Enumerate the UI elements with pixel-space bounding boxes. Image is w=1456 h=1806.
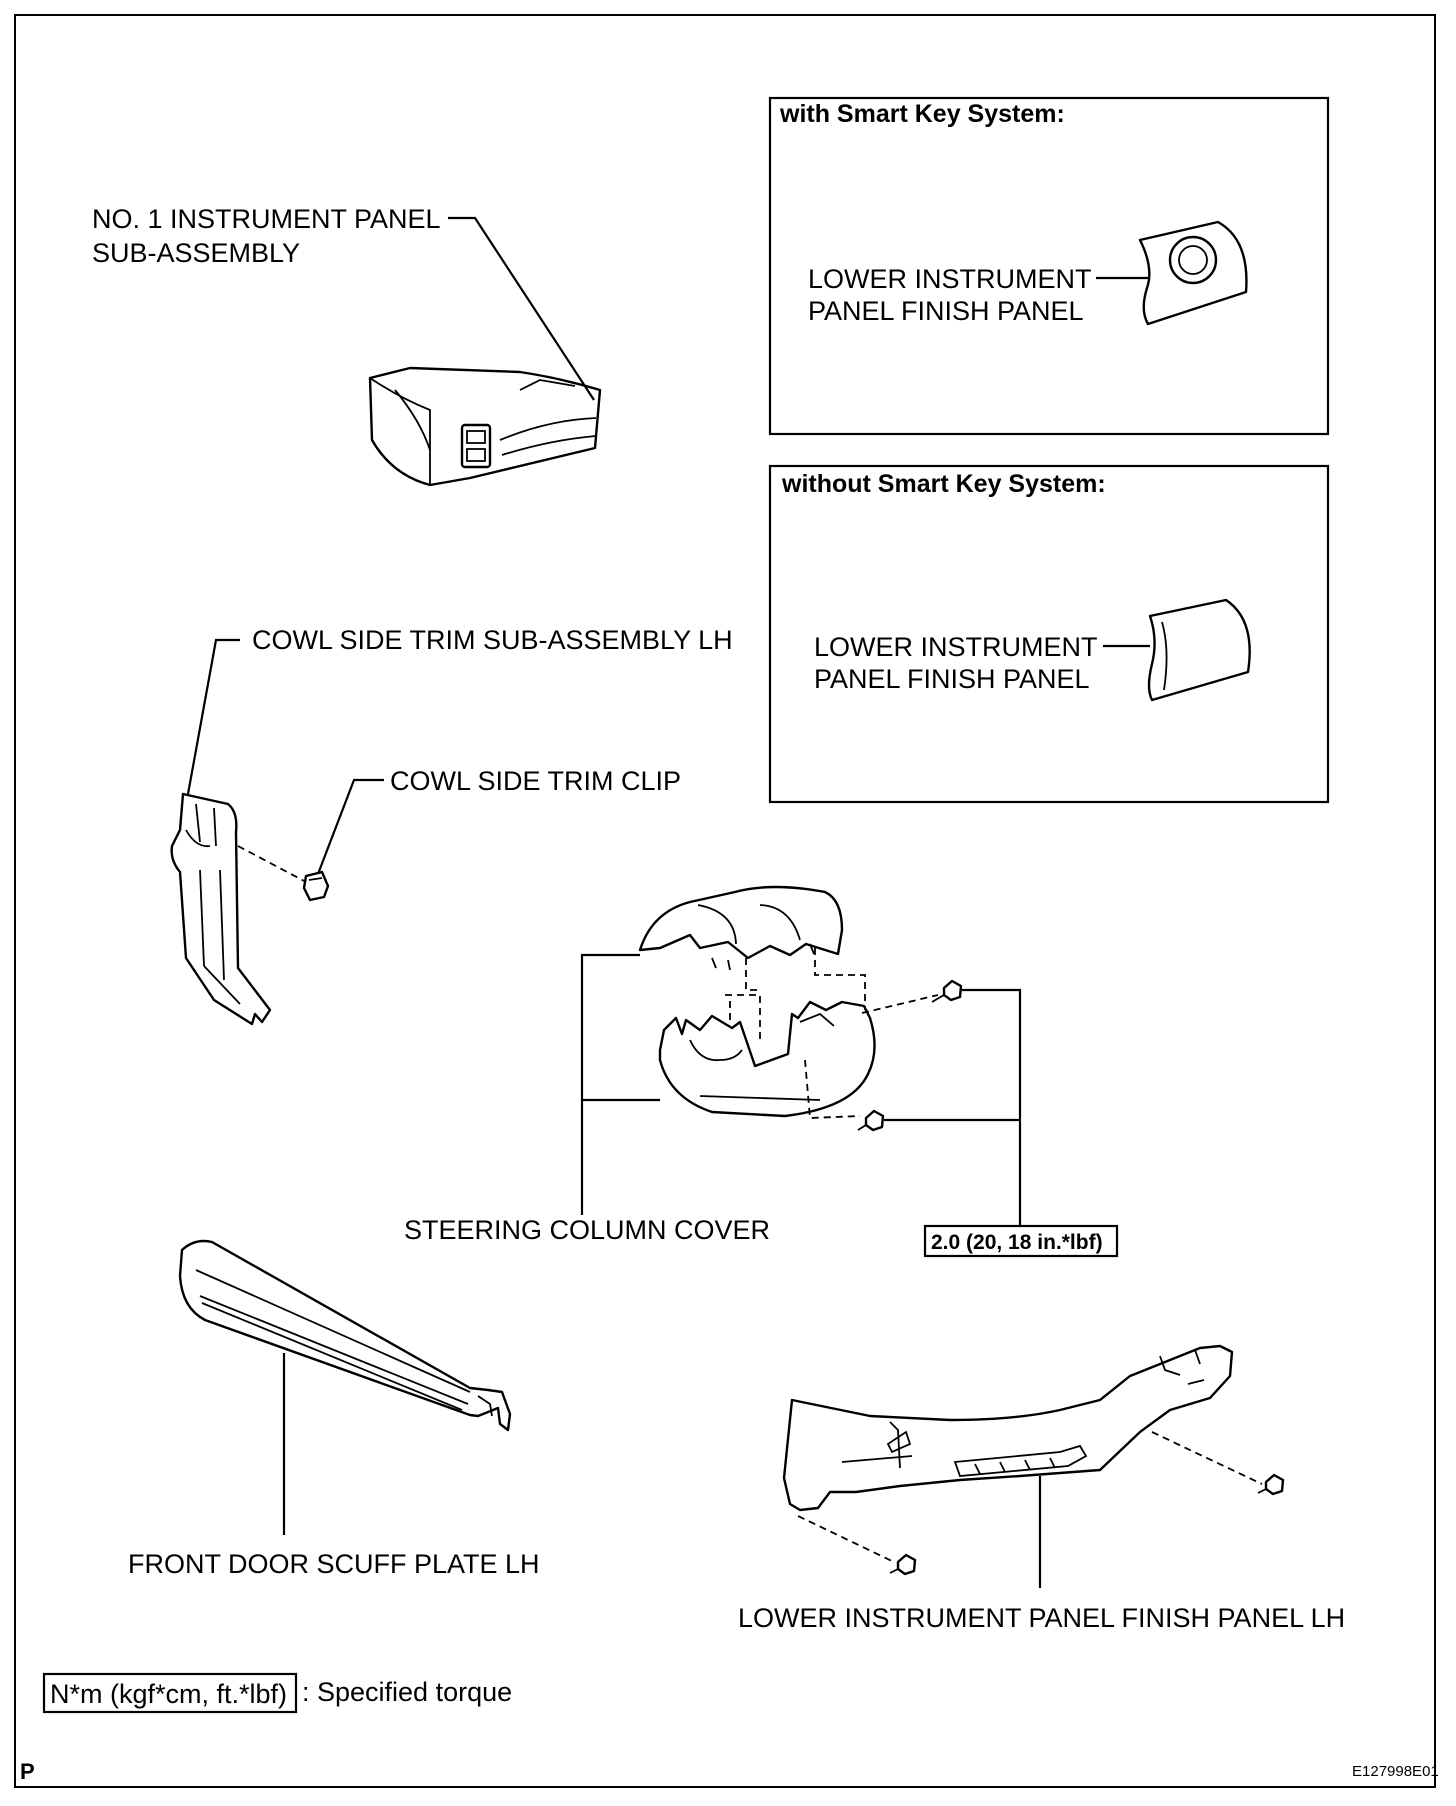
cowl-side-trim-label: COWL SIDE TRIM SUB-ASSEMBLY LH — [252, 625, 733, 655]
without-smart-key-box — [768, 464, 1330, 804]
cowl-side-clip-label: COWL SIDE TRIM CLIP — [390, 766, 681, 796]
corner-mark: P — [20, 1759, 35, 1784]
cover-dashed-guides — [729, 948, 866, 1119]
lower-finish-panel-lh-part — [782, 1344, 1234, 1512]
without-smart-key-label: without Smart Key System: — [781, 470, 1106, 498]
steering-column-cover-upper-part — [638, 885, 844, 971]
screw-dashed-line-a — [861, 994, 939, 1014]
svg-text:PANEL FINISH PANEL: PANEL FINISH PANEL — [814, 664, 1090, 694]
cowl-clip-leader — [316, 778, 384, 875]
clip-dashed-line — [237, 845, 307, 883]
svg-text:NO. 1 INSTRUMENT PANEL: NO. 1 INSTRUMENT PANEL — [92, 204, 441, 234]
lh-panel-dashed-a — [1151, 1431, 1263, 1485]
svg-text:LOWER INSTRUMENT: LOWER INSTRUMENT — [808, 264, 1092, 294]
lh-panel-dashed-b — [797, 1515, 895, 1563]
finish-panel-with-label: LOWER INSTRUMENT PANEL FINISH PANEL — [808, 264, 1092, 326]
legend-unit-box — [42, 1672, 298, 1714]
finish-panel-with-smart-key-part — [1138, 220, 1248, 326]
no1-instrument-panel-label: NO. 1 INSTRUMENT PANEL SUB-ASSEMBLY — [92, 204, 441, 268]
cover-dashed-guides-2 — [725, 994, 761, 1040]
legend-unit-text: N*m (kgf*cm, ft.*lbf) — [50, 1679, 287, 1709]
torque-bracket-upper — [962, 988, 1022, 1225]
front-door-scuff-label: FRONT DOOR SCUFF PLATE LH — [128, 1549, 540, 1579]
svg-text:SUB-ASSEMBLY: SUB-ASSEMBLY — [92, 238, 300, 268]
steering-column-cover-label: STEERING COLUMN COVER — [404, 1215, 770, 1245]
cowl-side-trim-part — [170, 792, 272, 1026]
svg-text:LOWER INSTRUMENT: LOWER INSTRUMENT — [814, 632, 1098, 662]
cover-bracket-upper — [580, 953, 640, 1215]
steering-column-cover-lower-part — [658, 1000, 876, 1118]
finish-panel-without-label: LOWER INSTRUMENT PANEL FINISH PANEL — [814, 632, 1098, 694]
bolt-icon — [931, 979, 963, 1003]
finish-panel-without-smart-key-part — [1147, 598, 1251, 702]
bolt-icon — [1257, 1473, 1285, 1496]
lower-finish-panel-lh-label: LOWER INSTRUMENT PANEL FINISH PANEL LH — [738, 1603, 1345, 1633]
figure-id: E127998E01 — [1352, 1763, 1439, 1780]
legend-text: : Specified torque — [302, 1677, 512, 1707]
with-smart-key-label: with Smart Key System: — [779, 100, 1065, 128]
torque-box — [923, 1224, 1119, 1258]
diagram-frame — [14, 14, 1436, 1788]
torque-value: 2.0 (20, 18 in.*lbf) — [931, 1231, 1103, 1254]
bolt-icon — [889, 1553, 917, 1576]
no1-panel-leader — [448, 216, 595, 401]
clip-icon — [302, 870, 330, 902]
with-smart-key-box — [768, 96, 1330, 436]
bolt-icon — [857, 1109, 885, 1132]
front-door-scuff-plate-part — [178, 1239, 512, 1432]
no1-instrument-panel-part — [368, 366, 602, 487]
svg-text:PANEL FINISH PANEL: PANEL FINISH PANEL — [808, 296, 1084, 326]
cowl-side-trim-leader — [186, 638, 240, 795]
